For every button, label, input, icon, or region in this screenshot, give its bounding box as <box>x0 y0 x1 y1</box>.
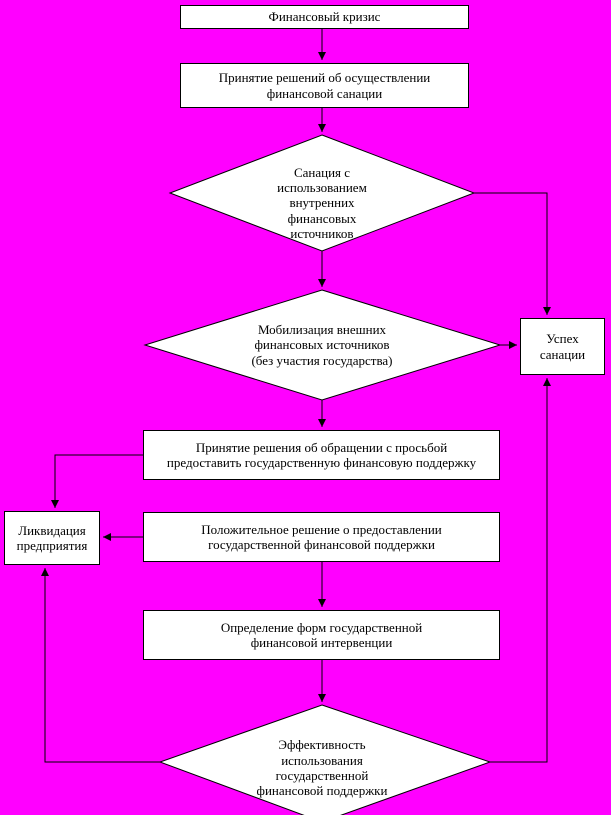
node-external-mobilization-label: Мобилизация внешних финансовых источнико… <box>251 322 393 368</box>
connector-effectiveness-to-liquidation <box>41 568 160 763</box>
node-intervention-forms: Определение форм государственной финансо… <box>143 610 500 660</box>
node-liquidation-label: Ликвидация предприятия <box>16 522 88 553</box>
node-positive-decision: Положительное решение о предоставлении г… <box>143 512 500 562</box>
connector-request-to-liquidation <box>51 454 143 508</box>
node-external-mobilization: Мобилизация внешних финансовых источнико… <box>217 313 427 377</box>
node-sanation-success: Успех санации <box>520 318 605 375</box>
node-sanation-decision-label: Принятие решений об осуществлении финанс… <box>218 70 431 101</box>
node-financial-crisis-label: Финансовый кризис <box>268 9 381 25</box>
node-sanation-decision: Принятие решений об осуществлении финанс… <box>180 63 469 108</box>
node-intervention-forms-label: Определение форм государственной финансо… <box>220 619 423 650</box>
node-financial-crisis: Финансовый кризис <box>180 5 469 29</box>
diamond-support-effectiveness <box>158 704 492 815</box>
node-support-effectiveness: Эффективность использования государствен… <box>227 732 417 804</box>
node-internal-sanation-label: Санация с использованием внутренних фина… <box>277 164 367 241</box>
node-support-effectiveness-label: Эффективность использования государствен… <box>256 737 388 799</box>
node-state-support-request: Принятие решения об обращении с просьбой… <box>143 430 500 480</box>
node-state-support-request-label: Принятие решения об обращении с просьбой… <box>166 439 477 470</box>
node-liquidation: Ликвидация предприятия <box>4 511 100 565</box>
node-positive-decision-label: Положительное решение о предоставлении г… <box>201 521 442 552</box>
connector-effectiveness-to-success <box>490 378 551 763</box>
node-sanation-success-label: Успех санации <box>539 331 586 362</box>
node-internal-sanation: Санация с использованием внутренних фина… <box>237 148 407 258</box>
connector-internal-to-success <box>474 192 551 315</box>
